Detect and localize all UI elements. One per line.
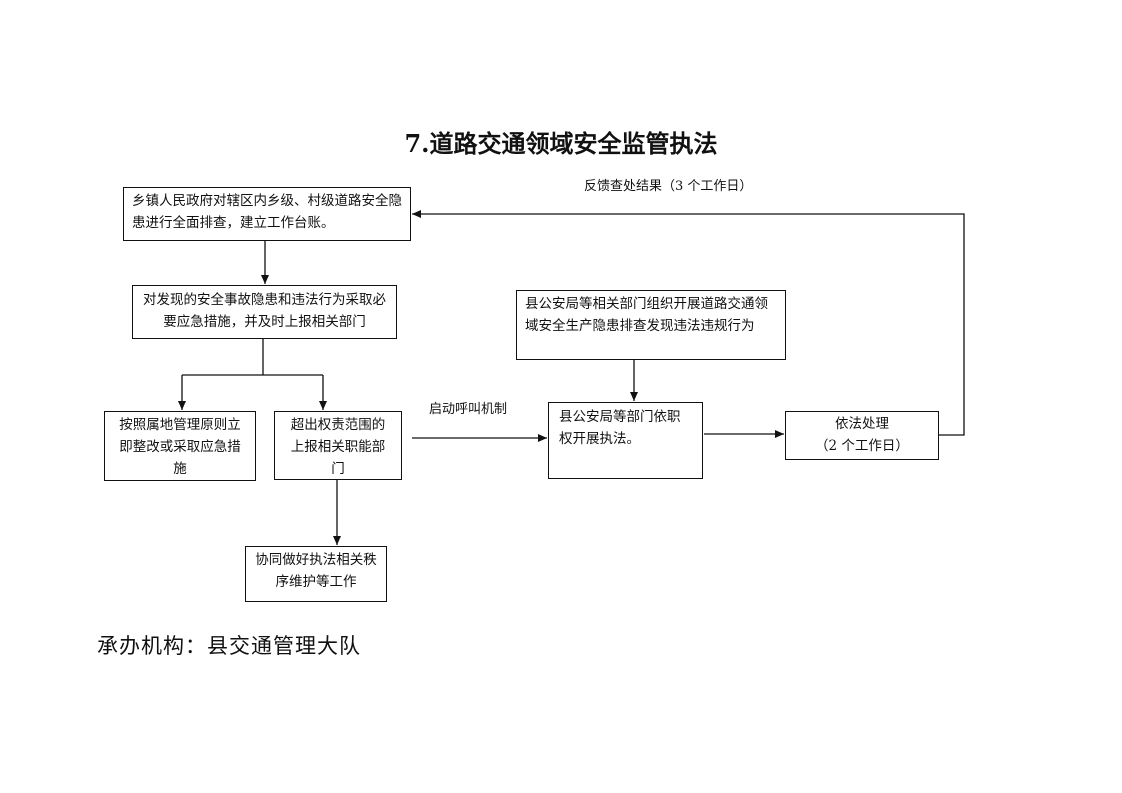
box-emergency-measures: 对发现的安全事故隐患和违法行为采取必要应急措施，并及时上报相关部门 [132, 285, 397, 339]
box-township-inspection: 乡镇人民政府对辖区内乡级、村级道路安全隐患进行全面排查，建立工作台账。 [123, 187, 411, 241]
box-assist-order: 协同做好执法相关秩序维护等工作 [245, 546, 387, 602]
box-local-rectify-text: 按照属地管理原则立即整改或采取应急措施 [119, 417, 241, 477]
box-police-inspection-text: 县公安局等相关部门组织开展道路交通领域安全生产隐患排查发现违法违规行为 [525, 296, 768, 334]
box-report-departments-text: 超出权责范围的上报相关职能部门 [290, 417, 386, 477]
box-report-departments: 超出权责范围的上报相关职能部门 [274, 411, 402, 480]
box-legal-handling-line2: （2 个工作日） [815, 438, 909, 454]
page-title: 7.道路交通领域安全监管执法 [404, 129, 718, 158]
footer-responsible-agency: 承办机构：县交通管理大队 [97, 634, 361, 658]
box-township-inspection-text: 乡镇人民政府对辖区内乡级、村级道路安全隐患进行全面排查，建立工作台账。 [132, 193, 402, 231]
box-police-enforcement: 县公安局等部门依职权开展执法。 [548, 402, 703, 479]
label-feedback: 反馈查处结果（3 个工作日） [584, 179, 753, 194]
box-emergency-measures-text: 对发现的安全事故隐患和违法行为采取必要应急措施，并及时上报相关部门 [143, 292, 386, 330]
box-police-enforcement-text: 县公安局等部门依职权开展执法。 [559, 409, 681, 447]
box-police-inspection: 县公安局等相关部门组织开展道路交通领域安全生产隐患排查发现违法违规行为 [516, 290, 786, 360]
box-legal-handling-line1: 依法处理 [835, 416, 889, 432]
label-callup: 启动呼叫机制 [429, 402, 508, 417]
arrow-feedback-to-b1 [412, 210, 965, 436]
box-local-rectify: 按照属地管理原则立即整改或采取应急措施 [104, 411, 256, 481]
box-legal-handling: 依法处理 （2 个工作日） [785, 411, 939, 460]
box-assist-order-text: 协同做好执法相关秩序维护等工作 [255, 552, 377, 590]
